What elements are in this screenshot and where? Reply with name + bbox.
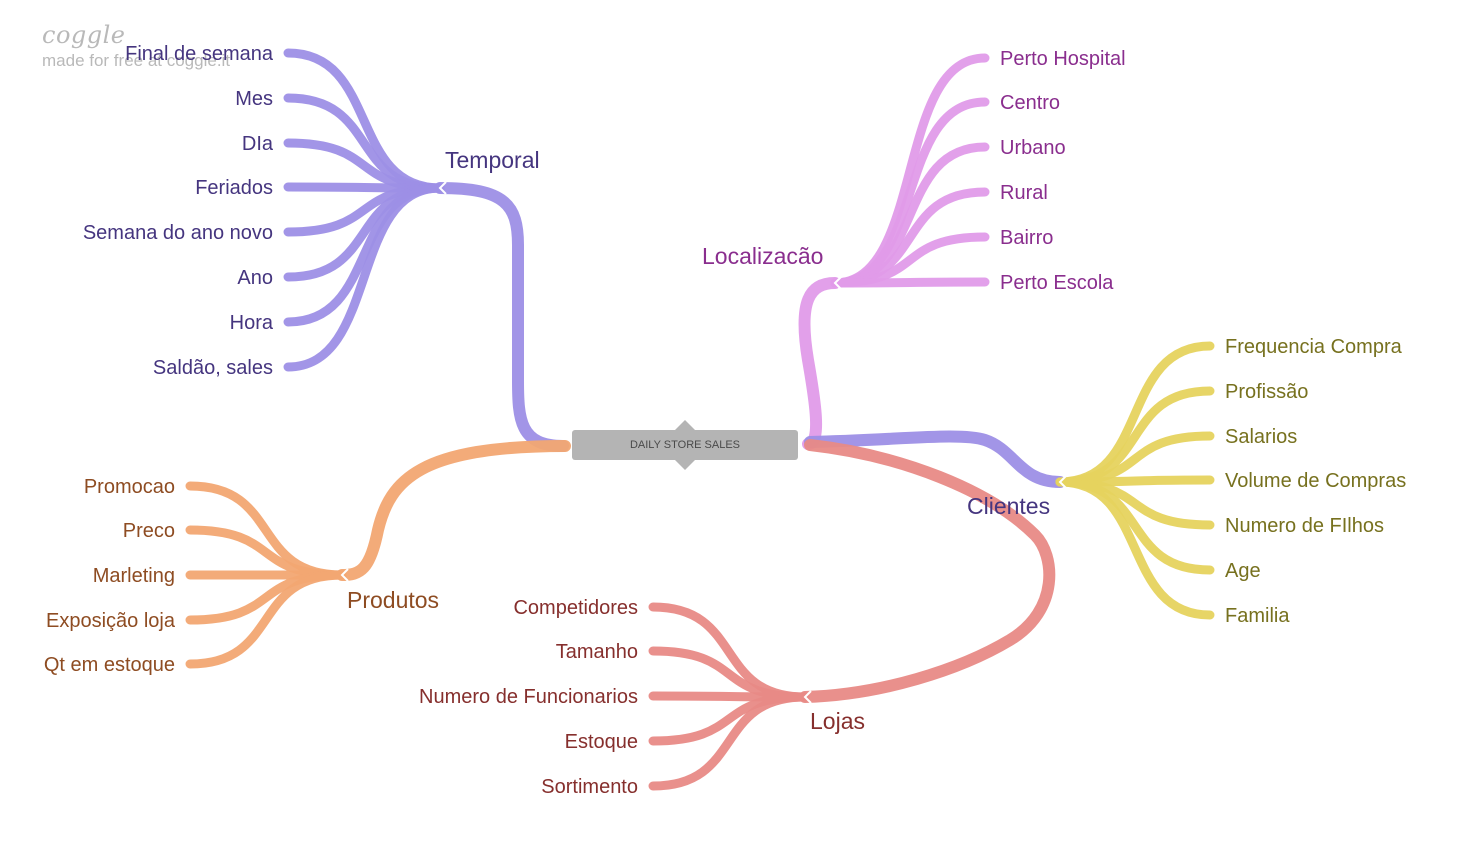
temporal-child-label[interactable]: Hora — [230, 312, 274, 334]
branch-clientes-child-connector — [1055, 477, 1215, 620]
clientes-child-label[interactable]: Numero de FIlhos — [1225, 515, 1384, 537]
localizacao-child-label[interactable]: Urbano — [1000, 137, 1066, 159]
clientes-child-label[interactable]: Frequencia Compra — [1225, 336, 1403, 358]
localizacao-child-label[interactable]: Rural — [1000, 182, 1048, 204]
temporal-child-label[interactable]: Final de semana — [125, 43, 274, 65]
branch-localizacao-connector — [798, 277, 841, 450]
produtos-child-label[interactable]: Exposição loja — [46, 610, 176, 632]
watermark-text: made for free at coggle.it — [42, 51, 231, 70]
clientes-child-label[interactable]: Salarios — [1225, 426, 1297, 448]
localizacao-child-label[interactable]: Perto Hospital — [1000, 48, 1126, 70]
produtos-child-label[interactable]: Promocao — [84, 476, 175, 498]
branch-clientes-hub-marker — [1058, 475, 1067, 489]
branch-produtos-label[interactable]: Produtos — [347, 587, 439, 613]
branch-lojas-label[interactable]: Lojas — [810, 708, 865, 734]
temporal-child-label[interactable]: DIa — [242, 133, 274, 155]
localizacao-child-label[interactable]: Centro — [1000, 92, 1060, 114]
temporal-child-label[interactable]: Mes — [235, 88, 273, 110]
branch-lojas-connector — [799, 439, 1056, 703]
branch-produtos-child-connector — [185, 570, 347, 669]
branch-temporal-label[interactable]: Temporal — [445, 147, 540, 173]
produtos-child-label[interactable]: Qt em estoque — [44, 654, 175, 676]
produtos-child-label[interactable]: Preco — [123, 520, 175, 542]
branch-localizacao-child-connector — [830, 277, 990, 288]
temporal-child-label[interactable]: Saldão, sales — [153, 357, 273, 379]
temporal-child-label[interactable]: Ano — [237, 267, 273, 289]
branch-temporal-child-connector — [283, 183, 445, 372]
branch-clientes-label[interactable]: Clientes — [967, 493, 1050, 519]
clientes-child-label[interactable]: Profissão — [1225, 381, 1308, 403]
branch-localizacao-label[interactable]: Localizacão — [702, 243, 823, 269]
center-node-top-notch — [675, 420, 695, 430]
produtos-child-label[interactable]: Marleting — [93, 565, 175, 587]
lojas-child-label[interactable]: Numero de Funcionarios — [419, 686, 638, 708]
center-node-bottom-notch — [675, 460, 695, 470]
mind-map-edges — [185, 48, 1215, 791]
center-node-label: DAILY STORE SALES — [630, 439, 740, 451]
lojas-child-label[interactable]: Estoque — [565, 731, 638, 753]
branch-clientes-connector — [804, 430, 1066, 488]
branch-localizacao-hub-marker — [833, 276, 842, 290]
lojas-child-label[interactable]: Competidores — [513, 597, 638, 619]
localizacao-child-label[interactable]: Bairro — [1000, 227, 1053, 249]
branch-lojas-hub-marker — [803, 690, 812, 704]
temporal-child-label[interactable]: Feriados — [195, 177, 273, 199]
coggle-logo: coggle — [42, 21, 126, 49]
localizacao-child-label[interactable]: Perto Escola — [1000, 272, 1114, 294]
branch-temporal-connector — [434, 182, 569, 452]
center-node[interactable]: DAILY STORE SALES — [572, 420, 798, 470]
branch-produtos-connector — [336, 440, 571, 581]
clientes-child-label[interactable]: Volume de Compras — [1225, 470, 1406, 492]
lojas-child-label[interactable]: Sortimento — [541, 776, 638, 798]
coggle-watermark: coggle made for free at coggle.it — [42, 22, 230, 71]
branch-lojas-child-connector — [648, 692, 810, 791]
branch-localizacao-child-connector — [830, 53, 990, 288]
clientes-child-label[interactable]: Age — [1225, 560, 1261, 582]
temporal-child-label[interactable]: Semana do ano novo — [83, 222, 273, 244]
lojas-child-label[interactable]: Tamanho — [556, 641, 638, 663]
clientes-child-label[interactable]: Familia — [1225, 605, 1290, 627]
branch-temporal-hub-marker — [438, 181, 447, 195]
center-node-box[interactable] — [572, 430, 798, 460]
branch-produtos-hub-marker — [340, 568, 349, 582]
